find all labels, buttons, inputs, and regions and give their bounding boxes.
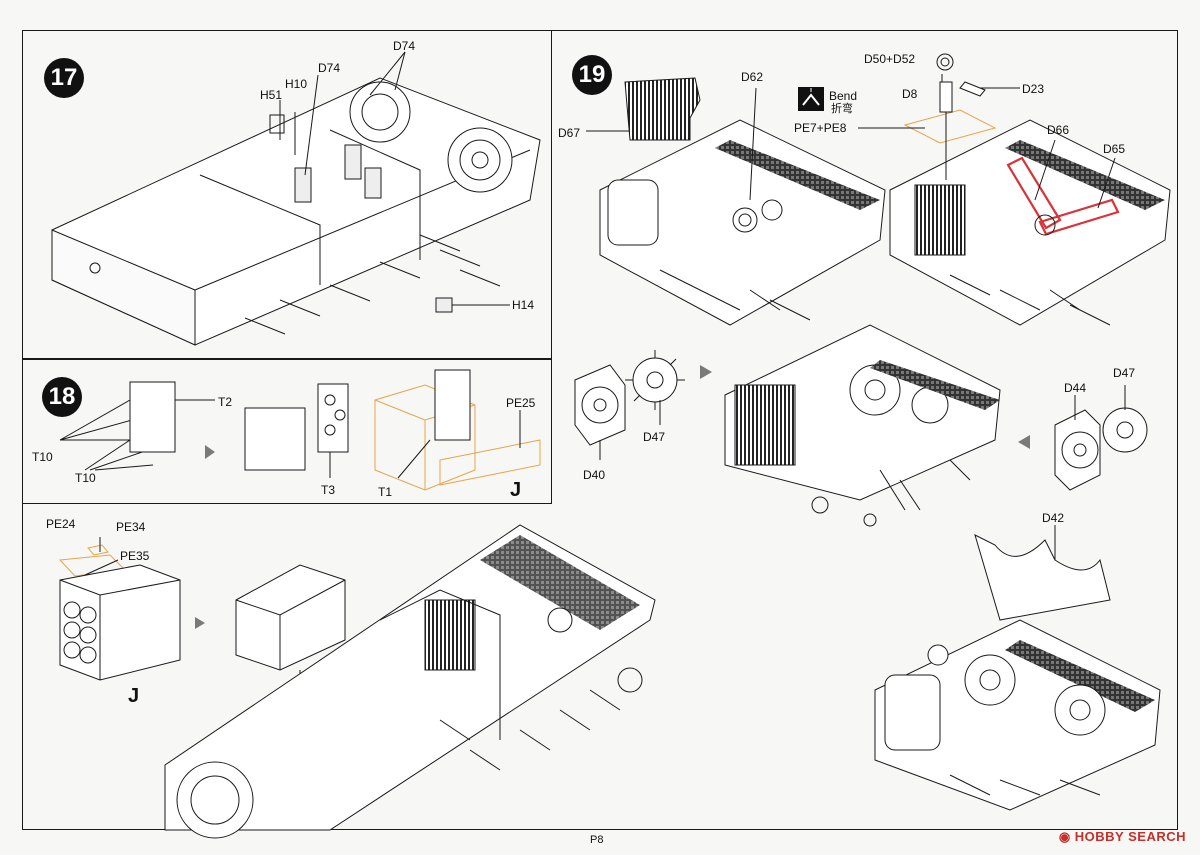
part-label-pe25: PE25 bbox=[506, 396, 536, 410]
bend-icon bbox=[798, 87, 824, 111]
part-label-d62: D62 bbox=[741, 70, 764, 84]
part-label-pe7-pe8: PE7+PE8 bbox=[794, 121, 847, 135]
step19-hull-d-drawing bbox=[874, 525, 1161, 811]
step-18-badge: 18 bbox=[42, 377, 82, 417]
step-17-badge: 17 bbox=[44, 58, 84, 98]
part-label-d74-top: D74 bbox=[393, 39, 416, 53]
part-label-d23: D23 bbox=[1022, 82, 1045, 96]
step-19-badge: 19 bbox=[572, 55, 612, 95]
part-label-h14: H14 bbox=[512, 298, 535, 312]
part-label-d47-left: D47 bbox=[643, 430, 666, 444]
part-label-d67: D67 bbox=[558, 126, 581, 140]
part-label-d47-right: D47 bbox=[1113, 366, 1136, 380]
sub-assembly-j-label: J bbox=[510, 479, 522, 501]
step17-hull-drawing bbox=[51, 51, 541, 346]
part-label-d65: D65 bbox=[1103, 142, 1126, 156]
part-label-d40: D40 bbox=[583, 468, 606, 482]
ammo-hull-drawing bbox=[58, 524, 656, 839]
part-label-pe24: PE24 bbox=[46, 517, 76, 531]
hobby-search-watermark: ◉ HOBBY SEARCH bbox=[1058, 829, 1186, 844]
part-label-d44: D44 bbox=[1064, 381, 1087, 395]
ammo-panel bbox=[22, 504, 750, 830]
bend-text-cn: 折弯 bbox=[831, 103, 853, 115]
fan-parts-right bbox=[1054, 385, 1148, 491]
part-label-d66: D66 bbox=[1047, 123, 1070, 137]
part-label-h51: H51 bbox=[260, 88, 283, 102]
step19-panel bbox=[550, 30, 1178, 830]
step19-hull-b-drawing bbox=[858, 53, 1171, 326]
page-number: P8 bbox=[590, 834, 604, 846]
fan-parts-left bbox=[574, 350, 685, 460]
part-label-d8: D8 bbox=[902, 87, 918, 101]
part-label-t2: T2 bbox=[218, 395, 233, 409]
part-label-d50-d52: D50+D52 bbox=[864, 52, 916, 66]
step18-panel bbox=[22, 358, 552, 504]
part-label-d42: D42 bbox=[1042, 511, 1065, 525]
part-label-t3: T3 bbox=[321, 483, 336, 497]
part-label-h10: H10 bbox=[285, 77, 308, 91]
step18-ammo-drawing bbox=[59, 369, 541, 491]
part-label-pe34: PE34 bbox=[116, 520, 146, 534]
part-label-pe35: PE35 bbox=[120, 549, 150, 563]
step17-panel bbox=[22, 30, 552, 360]
part-label-t1: T1 bbox=[378, 485, 393, 499]
part-label-t10-b: T10 bbox=[75, 471, 96, 485]
step19-hull-c-drawing bbox=[724, 324, 1001, 527]
bend-text: Bend bbox=[829, 89, 858, 103]
part-label-t10-a: T10 bbox=[32, 450, 53, 464]
sub-assembly-j-ref: J bbox=[128, 685, 140, 707]
step19-hull-a-drawing bbox=[586, 77, 886, 326]
watermark-text: HOBBY SEARCH bbox=[1074, 829, 1186, 844]
part-label-d74: D74 bbox=[318, 61, 341, 75]
